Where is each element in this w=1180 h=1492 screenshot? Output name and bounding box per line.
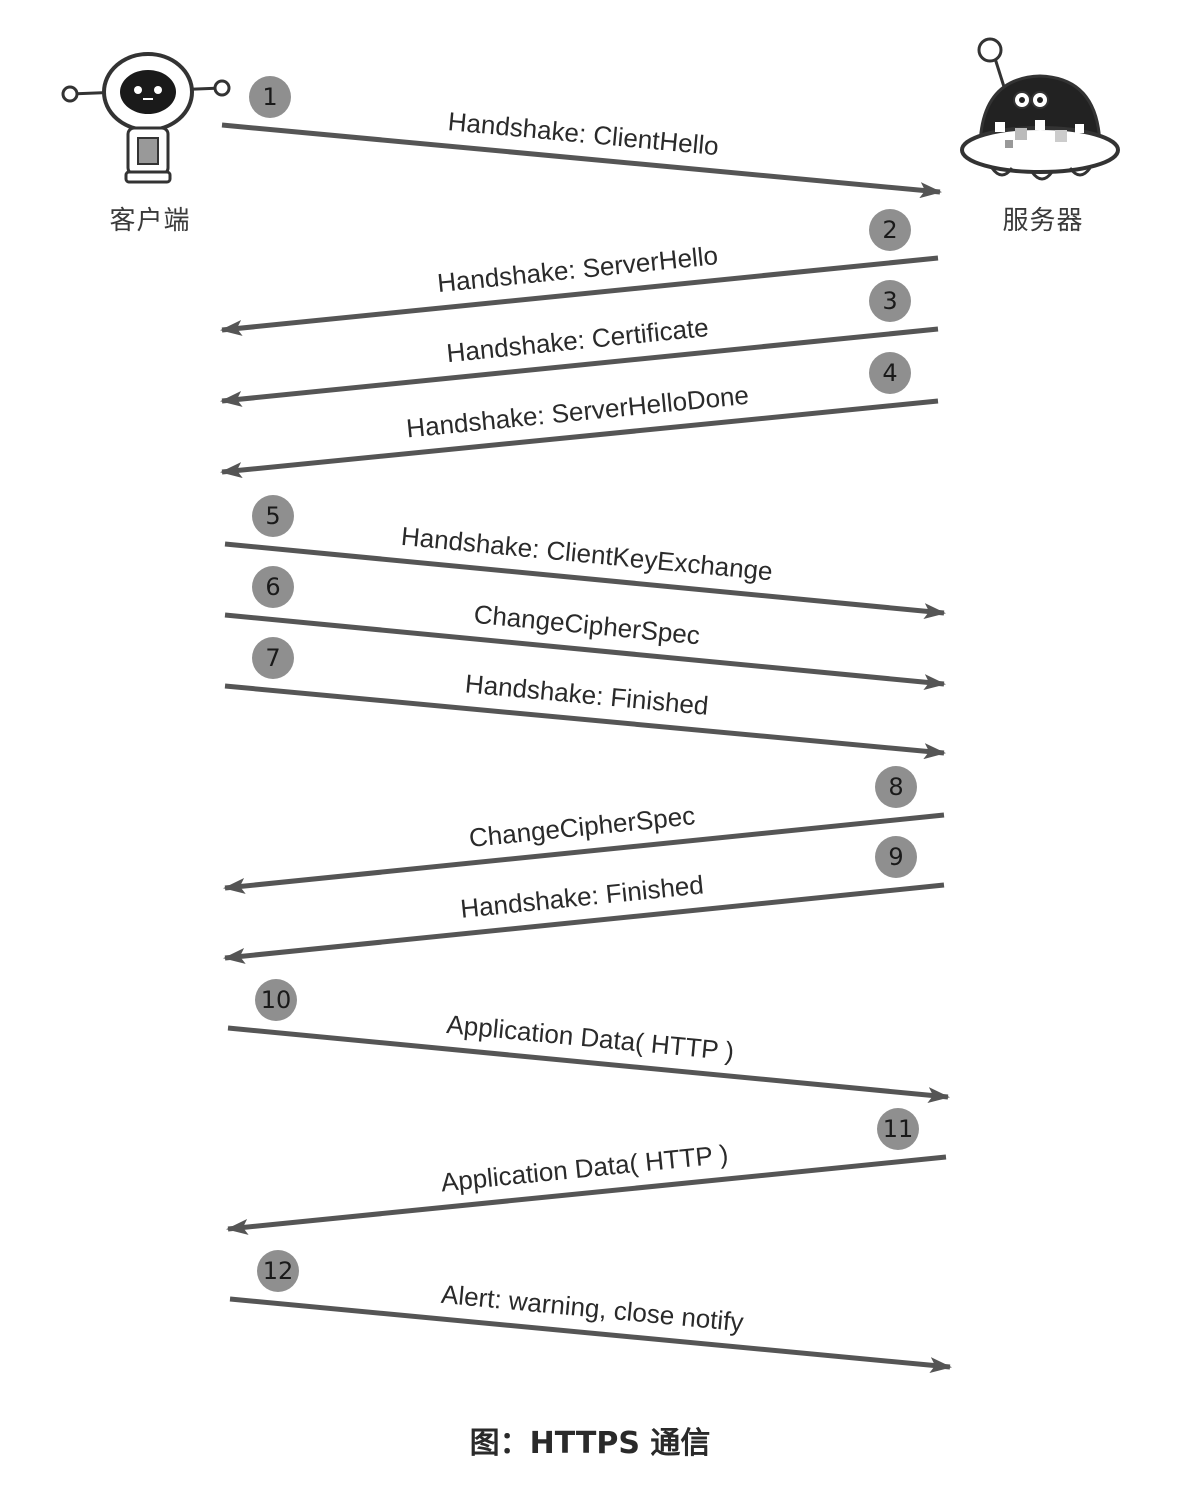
message-arrow <box>224 683 946 760</box>
message-arrow <box>221 122 942 199</box>
message-label: Alert: warning, close notify <box>440 1279 745 1337</box>
step-number: 2 <box>882 216 897 244</box>
step-badge <box>257 1250 299 1292</box>
message-label: Application Data( HTTP ) <box>439 1139 729 1198</box>
message-label: Handshake: Certificate <box>445 312 710 368</box>
step-number: 8 <box>888 773 903 801</box>
step-number: 11 <box>883 1115 914 1143</box>
step-badge <box>249 76 291 118</box>
message-arrow <box>229 1296 952 1374</box>
message-arrow <box>223 812 945 894</box>
step-badge <box>875 836 917 878</box>
message-arrow <box>224 541 946 620</box>
message-label: Application Data( HTTP ) <box>445 1009 735 1066</box>
figure-caption: 图：HTTPS 通信 <box>469 1426 711 1461</box>
message-label: Handshake: ServerHello <box>436 240 719 298</box>
step-number: 3 <box>882 287 897 315</box>
step-number: 9 <box>888 843 903 871</box>
step-number: 12 <box>263 1257 294 1285</box>
step-badge <box>255 979 297 1021</box>
robot-client-icon <box>61 52 231 184</box>
server-label: 服务器 <box>1002 206 1084 236</box>
message-arrow <box>220 255 939 336</box>
step-badge <box>875 766 917 808</box>
message-arrow <box>220 326 939 407</box>
step-badge <box>869 280 911 322</box>
message-arrow <box>220 398 939 478</box>
client-label: 客户端 <box>109 206 191 236</box>
step-number: 5 <box>265 502 280 530</box>
message-label: Handshake: ClientHello <box>447 106 720 161</box>
robot-server-icon <box>960 37 1120 181</box>
step-badge <box>869 352 911 394</box>
step-number: 10 <box>261 986 292 1014</box>
step-badge <box>869 209 911 251</box>
step-number: 7 <box>265 644 280 672</box>
step-number: 4 <box>882 359 897 387</box>
message-arrow <box>224 612 946 691</box>
message-arrow <box>226 1154 947 1235</box>
message-label: Handshake: ServerHelloDone <box>405 380 750 444</box>
step-badge <box>252 495 294 537</box>
message-arrow <box>223 882 945 964</box>
step-number: 1 <box>262 83 277 111</box>
step-number: 6 <box>265 573 280 601</box>
message-arrow <box>227 1025 950 1104</box>
step-badge <box>252 637 294 679</box>
step-badge <box>252 566 294 608</box>
step-badge <box>877 1108 919 1150</box>
message-label: Handshake: Finished <box>459 869 705 924</box>
